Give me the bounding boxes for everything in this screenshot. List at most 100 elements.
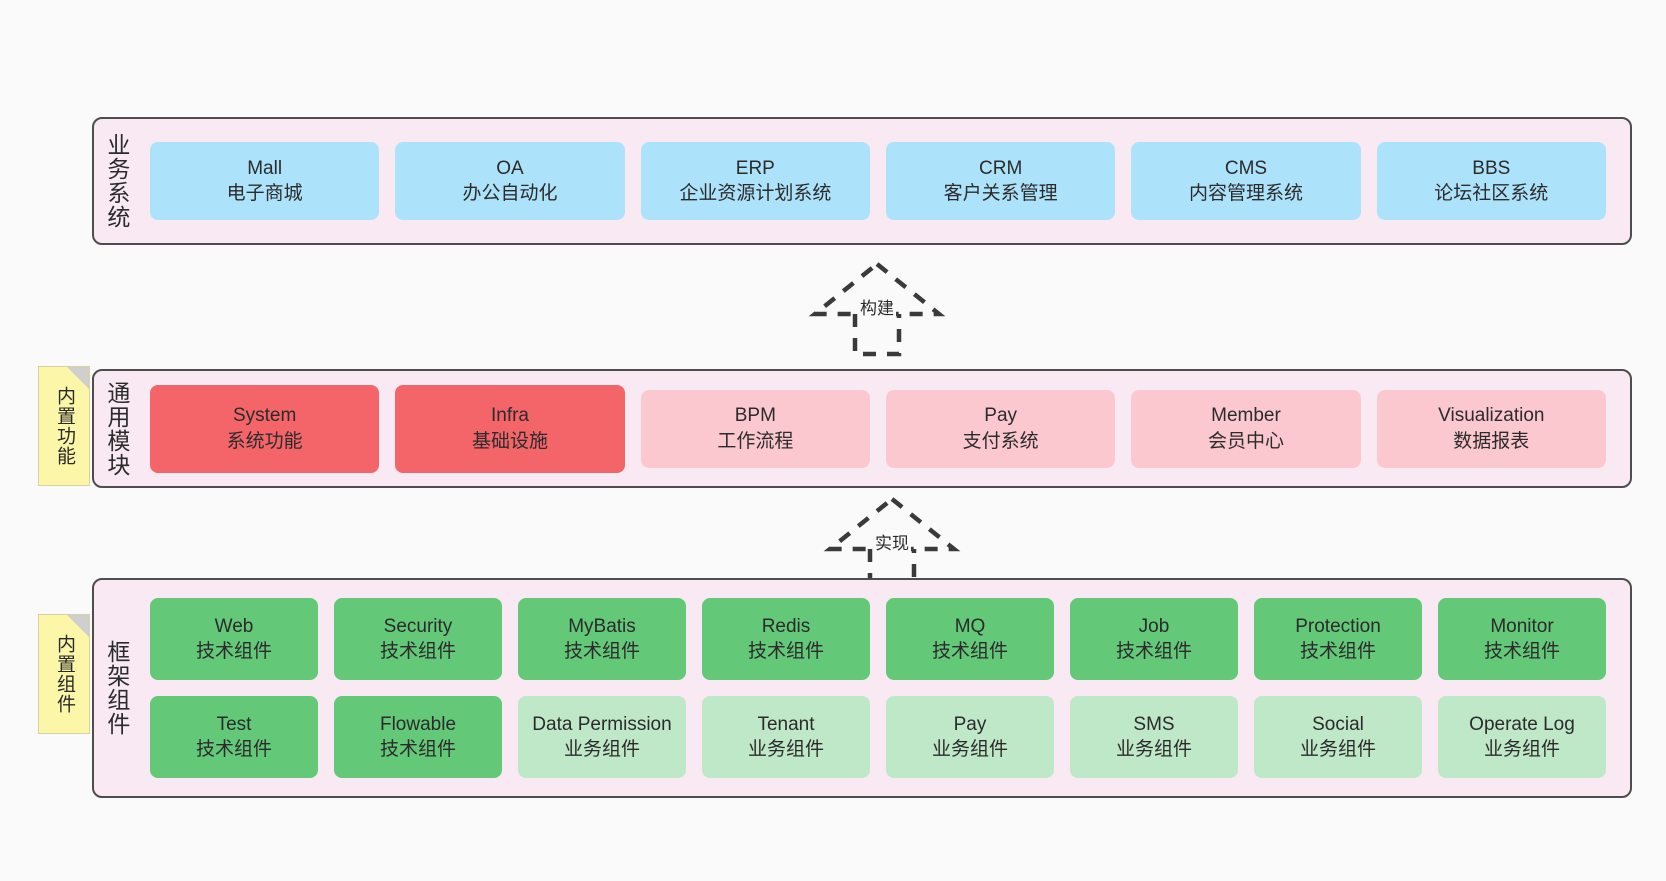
- node-label-cn: 技术组件: [195, 739, 272, 760]
- node-label-cn: 技术组件: [1299, 641, 1376, 662]
- node-label-cn: 电子商城: [226, 183, 303, 204]
- node-label-cn: 内容管理系统: [1188, 183, 1303, 204]
- note-label: 内置组件: [54, 634, 76, 714]
- node-job[interactable]: Job 技术组件: [1070, 598, 1238, 680]
- layer-body-common-module: System 系统功能 Infra 基础设施 BPM 工作流程 Pay 支付系统…: [138, 371, 1630, 486]
- node-label-en: CRM: [979, 157, 1023, 179]
- arrow-build-label: 构建: [858, 294, 896, 319]
- node-label-en: Visualization: [1438, 405, 1545, 427]
- node-label-cn: 业务组件: [747, 739, 824, 760]
- node-redis[interactable]: Redis 技术组件: [702, 598, 870, 680]
- arrow-implement-label: 实现: [873, 529, 911, 554]
- node-sms[interactable]: SMS 业务组件: [1070, 696, 1238, 778]
- node-label-cn: 技术组件: [1483, 641, 1560, 662]
- node-label-cn: 支付系统: [962, 430, 1039, 452]
- node-label-cn: 会员中心: [1207, 430, 1284, 452]
- node-label-cn: 业务组件: [563, 739, 640, 760]
- layer-body-business-system: Mall 电子商城 OA 办公自动化 ERP 企业资源计划系统 CRM 客户关系…: [138, 119, 1630, 243]
- node-label-cn: 业务组件: [1115, 739, 1192, 760]
- layer-business-system: 业务系统 Mall 电子商城 OA 办公自动化 ERP 企业资源计划系统 CRM…: [92, 117, 1632, 245]
- node-label-cn: 技术组件: [1115, 641, 1192, 662]
- node-label-cn: 技术组件: [379, 641, 456, 662]
- node-label-cn: 技术组件: [195, 641, 272, 662]
- node-data-permission[interactable]: Data Permission 业务组件: [518, 696, 686, 778]
- node-security[interactable]: Security 技术组件: [334, 598, 502, 680]
- node-bpm[interactable]: BPM 工作流程: [640, 389, 870, 468]
- framework-row-technical: Web 技术组件 Security 技术组件 MyBatis 技术组件 Redi…: [142, 598, 1614, 680]
- node-label-en: Monitor: [1490, 615, 1554, 637]
- node-label-en: Pay: [984, 405, 1018, 427]
- node-infra[interactable]: Infra 基础设施: [395, 384, 625, 473]
- node-label-en: Redis: [761, 615, 811, 637]
- note-fold-icon: [67, 367, 89, 389]
- node-bbs[interactable]: BBS 论坛社区系统: [1376, 142, 1606, 220]
- node-protection[interactable]: Protection 技术组件: [1254, 598, 1422, 680]
- node-label-en: Protection: [1295, 615, 1381, 637]
- node-label-en: Operate Log: [1469, 713, 1575, 735]
- node-label-cn: 技术组件: [563, 641, 640, 662]
- node-label-en: Mall: [247, 157, 283, 179]
- node-mybatis[interactable]: MyBatis 技术组件: [518, 598, 686, 680]
- node-label-en: MyBatis: [568, 615, 636, 637]
- layer-title-common-module: 通用模块: [103, 380, 130, 477]
- node-mq[interactable]: MQ 技术组件: [886, 598, 1054, 680]
- arrow-implement: 实现: [812, 493, 972, 592]
- node-label-en: Web: [214, 615, 254, 637]
- node-label-en: CMS: [1224, 157, 1268, 179]
- node-label-en: Security: [383, 615, 453, 637]
- node-web[interactable]: Web 技术组件: [150, 598, 318, 680]
- node-label-en: BBS: [1472, 157, 1511, 179]
- node-label-en: Member: [1211, 405, 1281, 427]
- node-label-cn: 技术组件: [747, 641, 824, 662]
- node-label-cn: 技术组件: [379, 739, 456, 760]
- node-monitor[interactable]: Monitor 技术组件: [1438, 598, 1606, 680]
- node-crm[interactable]: CRM 客户关系管理: [885, 142, 1116, 220]
- node-label-en: ERP: [735, 157, 775, 179]
- node-label-cn: 业务组件: [1299, 739, 1376, 760]
- note-builtin-components: 内置组件: [38, 614, 90, 734]
- node-label-en: OA: [496, 157, 524, 179]
- layer-title-framework-component: 框架组件: [103, 640, 130, 736]
- node-label-en: Infra: [490, 405, 529, 427]
- node-member[interactable]: Member 会员中心: [1131, 389, 1361, 468]
- node-system[interactable]: System 系统功能: [150, 384, 380, 473]
- node-visualization[interactable]: Visualization 数据报表: [1376, 389, 1606, 468]
- note-builtin-functions: 内置功能: [38, 366, 90, 486]
- node-erp[interactable]: ERP 企业资源计划系统: [640, 142, 870, 220]
- node-label-en: Social: [1312, 713, 1364, 735]
- node-label-cn: 办公自动化: [462, 183, 558, 204]
- arrow-implement-icon: [823, 496, 961, 592]
- node-pay-module[interactable]: Pay 支付系统: [885, 389, 1116, 468]
- node-test[interactable]: Test 技术组件: [150, 696, 318, 778]
- node-label-cn: 数据报表: [1453, 430, 1530, 452]
- node-label-cn: 客户关系管理: [943, 183, 1058, 204]
- node-label-en: Tenant: [757, 713, 815, 735]
- node-label-cn: 业务组件: [931, 739, 1008, 760]
- node-mall[interactable]: Mall 电子商城: [150, 142, 380, 220]
- layer-body-framework-component: Web 技术组件 Security 技术组件 MyBatis 技术组件 Redi…: [138, 580, 1630, 796]
- node-pay-component[interactable]: Pay 业务组件: [886, 696, 1054, 778]
- layer-common-module: 通用模块 System 系统功能 Infra 基础设施 BPM 工作流程 Pay…: [92, 369, 1632, 488]
- node-cms[interactable]: CMS 内容管理系统: [1131, 142, 1361, 220]
- node-oa[interactable]: OA 办公自动化: [395, 142, 625, 220]
- node-label-en: Flowable: [379, 713, 457, 735]
- framework-row-business: Test 技术组件 Flowable 技术组件 Data Permission …: [142, 696, 1614, 778]
- node-label-cn: 论坛社区系统: [1434, 183, 1549, 204]
- node-tenant[interactable]: Tenant 业务组件: [702, 696, 870, 778]
- node-label-cn: 技术组件: [931, 641, 1008, 662]
- node-social[interactable]: Social 业务组件: [1254, 696, 1422, 778]
- note-label: 内置功能: [54, 386, 76, 466]
- node-operate-log[interactable]: Operate Log 业务组件: [1438, 696, 1606, 778]
- note-fold-icon: [67, 615, 89, 637]
- node-label-en: System: [232, 405, 297, 427]
- node-label-cn: 工作流程: [717, 430, 794, 452]
- node-flowable[interactable]: Flowable 技术组件: [334, 696, 502, 778]
- node-label-en: Test: [216, 713, 252, 735]
- node-label-cn: 企业资源计划系统: [679, 183, 832, 204]
- node-label-cn: 业务组件: [1483, 739, 1560, 760]
- node-label-en: Job: [1138, 615, 1170, 637]
- node-label-en: SMS: [1133, 713, 1175, 735]
- arrow-build-icon: [808, 261, 946, 357]
- node-label-en: Pay: [953, 713, 987, 735]
